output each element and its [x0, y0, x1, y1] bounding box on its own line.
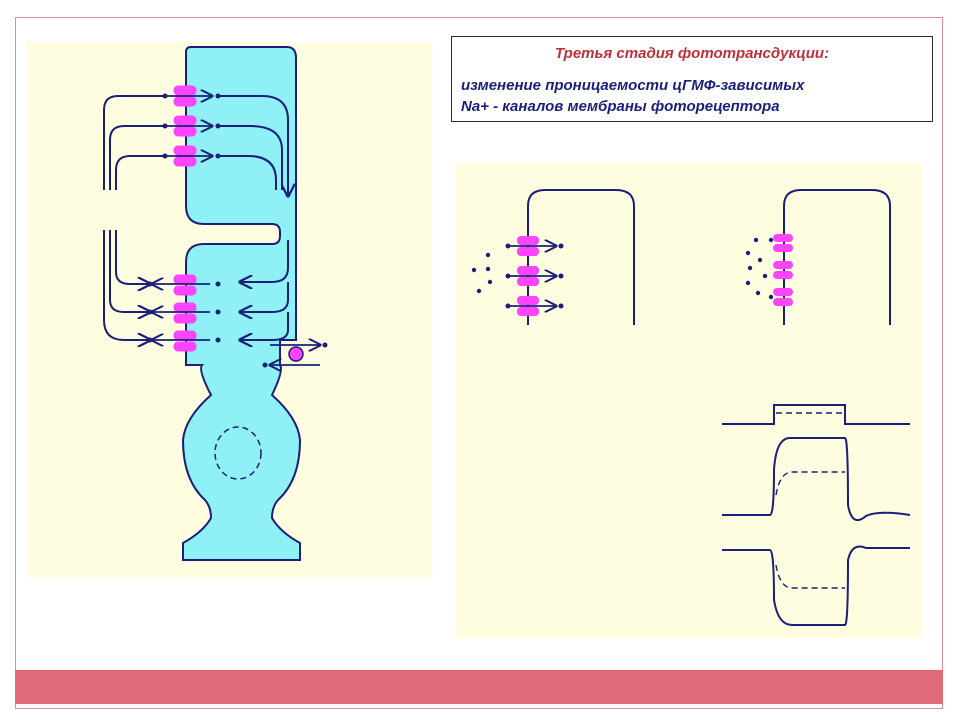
slide-title: Третья стадия фототрансдукции: — [554, 45, 830, 62]
ion-channel-icon — [147, 85, 221, 352]
nucleus-icon — [214, 426, 262, 480]
photoreceptor-cell — [181, 46, 302, 561]
response-traces — [722, 404, 911, 626]
current-loops — [103, 95, 288, 340]
voltage-trace — [722, 545, 910, 626]
description-line-2: Na+ - каналов мембраны фоторецептора — [461, 98, 780, 115]
slide-frame — [15, 17, 943, 709]
sodium-pump-icon — [262, 343, 328, 368]
title-box: Третья стадия фототрансдукции: изменение… — [451, 36, 933, 122]
open-channels-segment — [471, 189, 635, 325]
cell-body — [181, 46, 302, 561]
bottom-bar — [15, 670, 943, 704]
closed-channels-segment — [745, 189, 891, 325]
stimulus-trace — [722, 404, 910, 425]
current-trace — [722, 437, 911, 522]
description-line-1: изменение проницаемости цГМФ-зависимых — [461, 77, 805, 94]
